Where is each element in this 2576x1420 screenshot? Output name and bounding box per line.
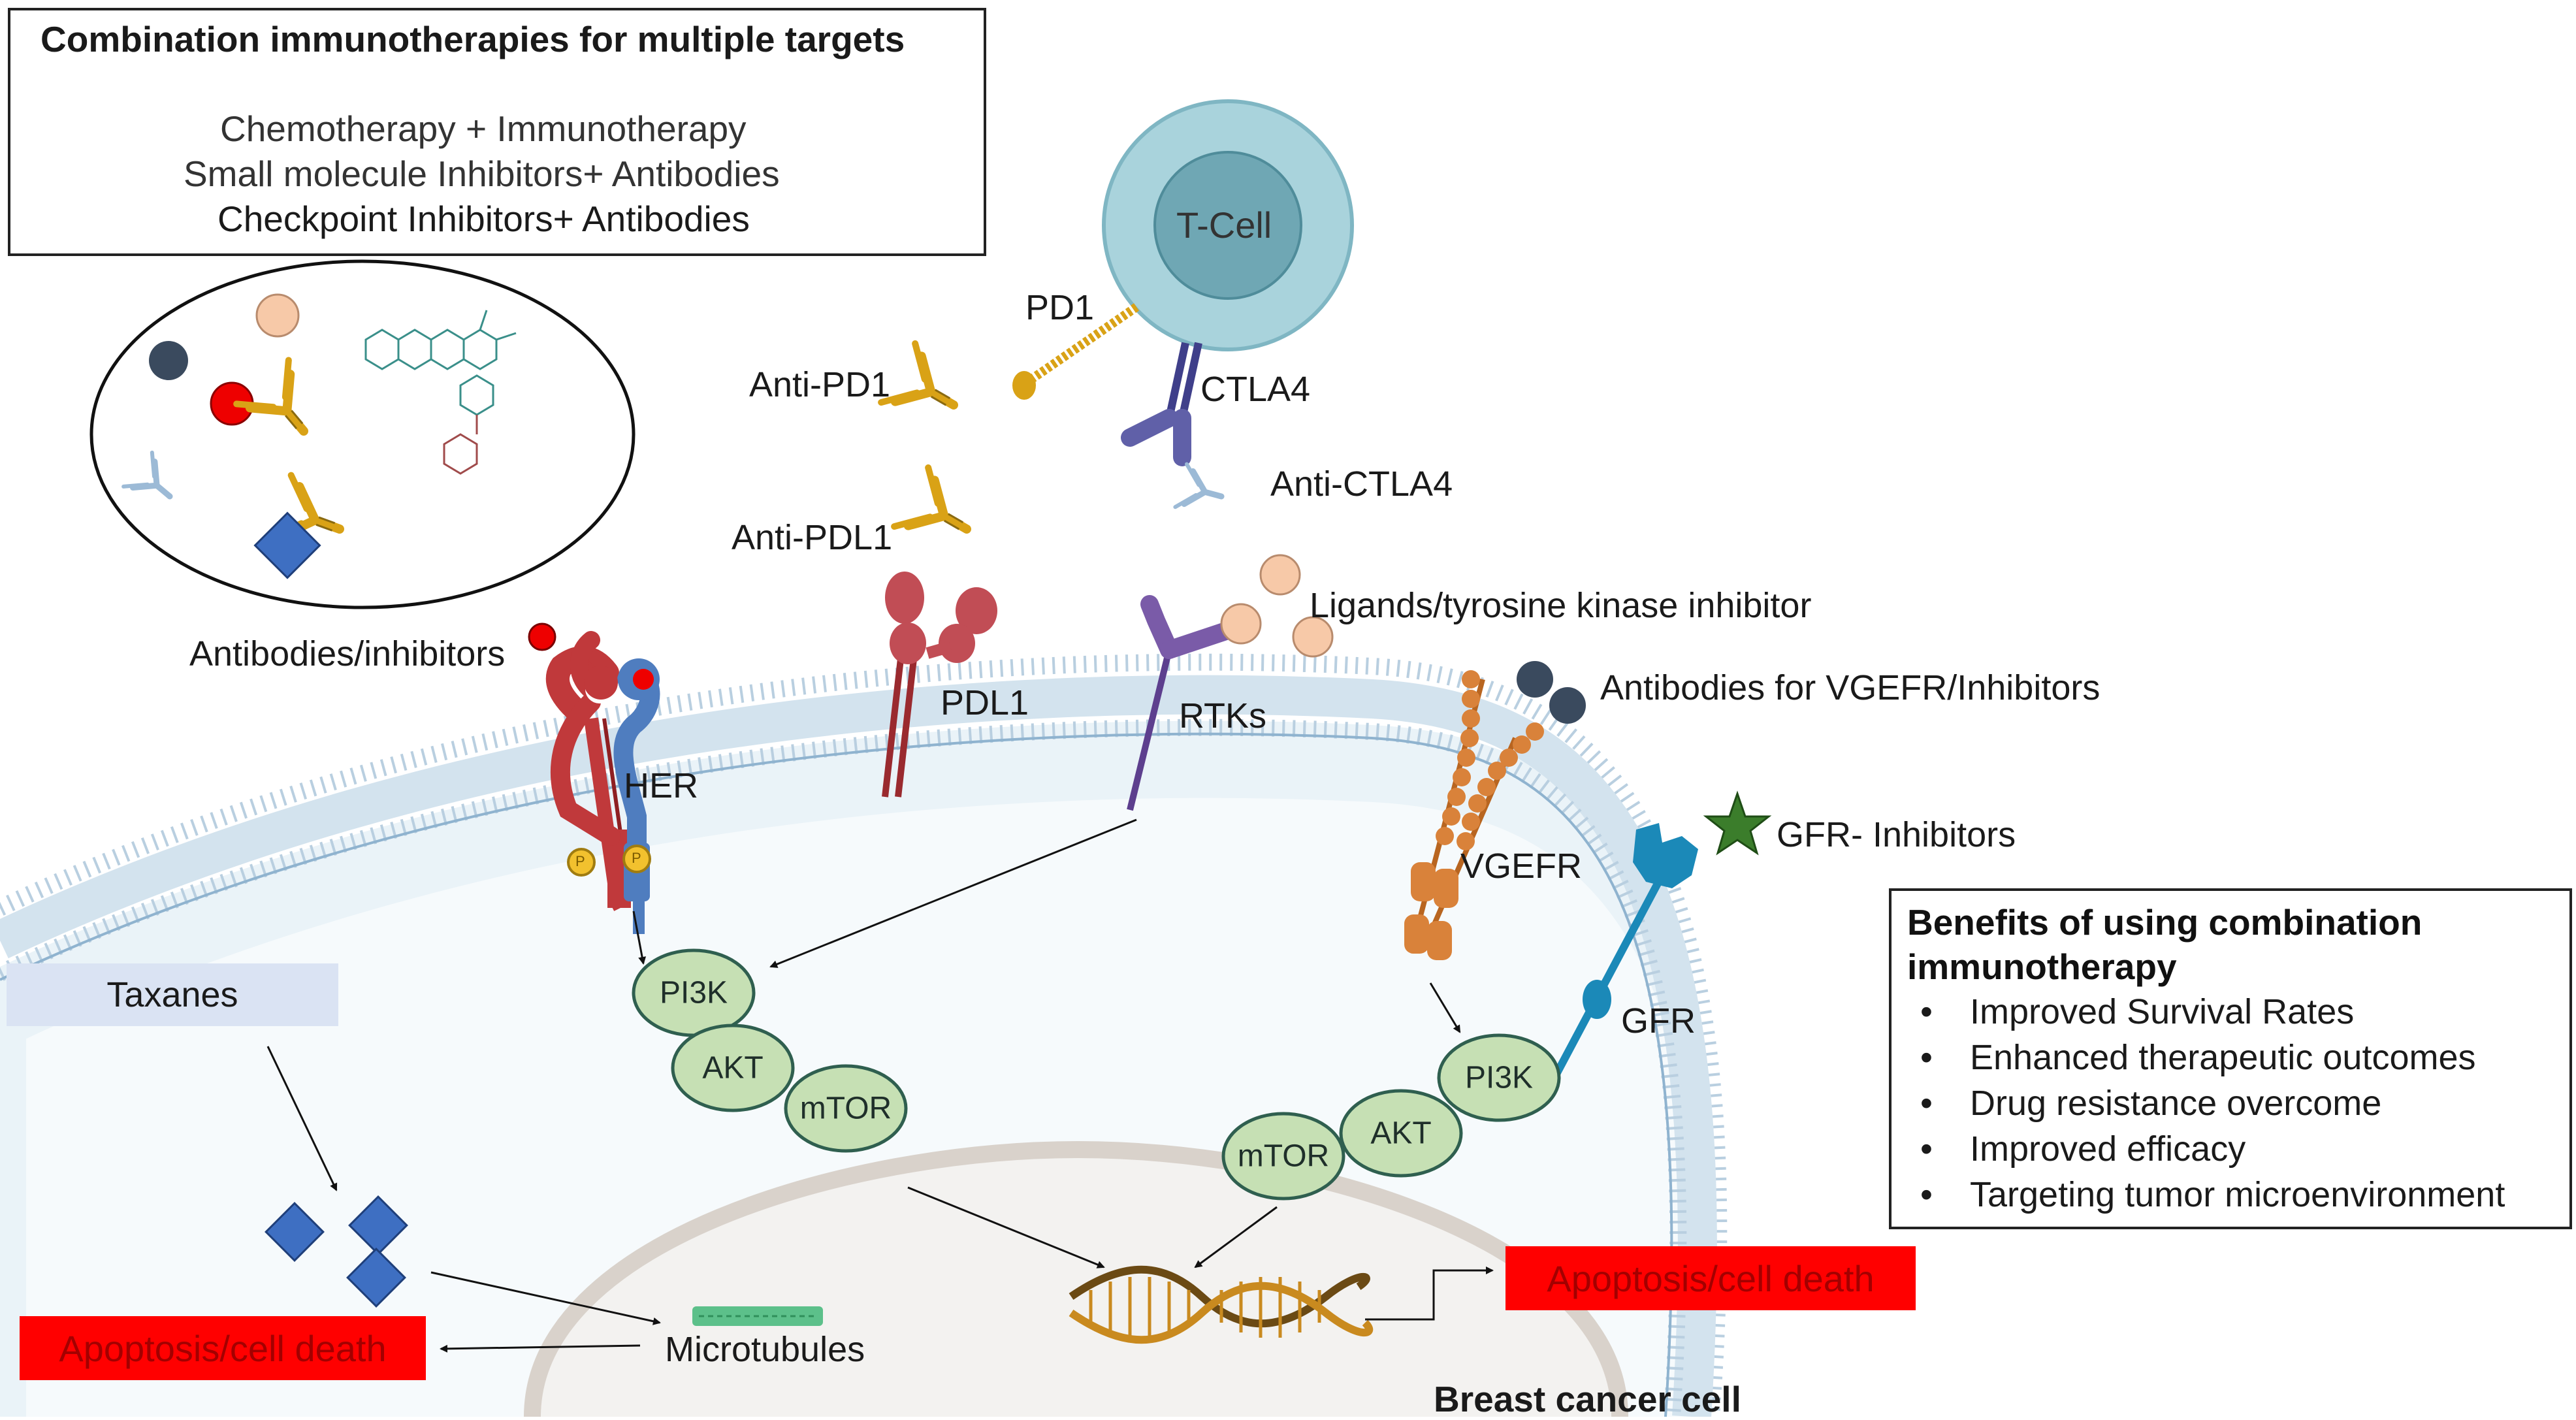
breast-cancer-cell-label: Breast cancer cell <box>1434 1379 1741 1419</box>
pathway-right-mtor: mTOR <box>1237 1138 1330 1174</box>
benefits-item: Drug resistance overcome <box>1907 1080 2554 1126</box>
combo-box-line-3: Checkpoint Inhibitors+ Antibodies <box>217 199 750 239</box>
pathway-right-pi3k: PI3K <box>1464 1060 1534 1095</box>
gfr-inhibitors-label: GFR- Inhibitors <box>1777 815 2016 854</box>
pathway-left <box>632 948 908 1153</box>
her-label: HER <box>624 766 699 805</box>
ctla4-receptor <box>1121 342 1202 466</box>
benefits-item: Targeting tumor microenvironment <box>1907 1172 2554 1218</box>
benefits-item: Improved Survival Rates <box>1907 989 2554 1035</box>
ligands-label: Ligands/tyrosine kinase inhibitor <box>1310 586 1812 625</box>
benefits-title: Benefits of using combination immunother… <box>1907 902 2423 987</box>
pathway-right <box>1221 1033 1561 1201</box>
drug-combination-oval <box>89 259 636 609</box>
pathway-left-pi3k: PI3K <box>659 975 728 1010</box>
ctla4-label: CTLA4 <box>1200 370 1311 409</box>
her-receptor <box>528 622 660 934</box>
combo-box-line-2: Small molecule Inhibitors+ Antibodies <box>184 153 780 194</box>
combo-box-line-1: Chemotherapy + Immunotherapy <box>220 108 747 149</box>
antibodies-vgefr-label: Antibodies for VGEFR/Inhibitors <box>1600 668 2101 707</box>
pathway-left-mtor: mTOR <box>799 1091 892 1126</box>
antibodies-inhibitors-label: Antibodies/inhibitors <box>189 634 506 673</box>
t-cell <box>1102 99 1354 351</box>
phospho-label-right: P <box>632 850 641 866</box>
anti-pdl1-label: Anti-PDL1 <box>732 518 893 557</box>
taxane-diamonds <box>265 1195 408 1308</box>
pdl1-label: PDL1 <box>941 683 1029 722</box>
pdl1-receptor <box>882 572 997 798</box>
benefits-list: Improved Survival Rates Enhanced therape… <box>1907 989 2554 1218</box>
apoptosis-box-left: Apoptosis/cell death <box>20 1316 426 1380</box>
pd1-label: PD1 <box>1025 288 1095 327</box>
pathway-left-akt: AKT <box>702 1050 764 1086</box>
pathway-right-akt: AKT <box>1370 1116 1432 1151</box>
rtks-label: RTKs <box>1179 696 1267 735</box>
pd1-receptor <box>1012 303 1139 400</box>
microtubules-label: Microtubules <box>665 1330 865 1369</box>
gfr-receptor <box>1551 790 1772 1080</box>
phospho-label-left: P <box>575 853 585 869</box>
vgefr-receptor <box>1404 661 1586 960</box>
benefits-item: Improved efficacy <box>1907 1126 2554 1172</box>
benefits-box: Benefits of using combination immunother… <box>1889 888 2572 1229</box>
rtk-receptor <box>1127 554 1334 811</box>
anti-ctla4-label: Anti-CTLA4 <box>1270 464 1453 504</box>
benefits-item: Enhanced therapeutic outcomes <box>1907 1035 2554 1080</box>
arrows <box>266 818 1494 1353</box>
gfr-label: GFR <box>1621 1001 1696 1041</box>
anti-pd1-label: Anti-PD1 <box>749 365 891 404</box>
t-cell-label: T-Cell <box>1176 204 1272 246</box>
anti-pd1-antibody <box>881 344 971 434</box>
combo-box-title: Combination immunotherapies for multiple… <box>40 19 905 59</box>
vgefr-label: VGEFR <box>1460 847 1583 886</box>
apoptosis-box-right: Apoptosis/cell death <box>1505 1246 1916 1310</box>
taxanes-box <box>7 963 338 1026</box>
anti-pdl1-antibody <box>894 468 984 558</box>
taxanes-label: Taxanes <box>106 975 238 1014</box>
anti-ctla4-antibody <box>1175 464 1227 518</box>
combo-box-frame <box>8 8 986 256</box>
microtubules-icon <box>692 1306 823 1326</box>
dna-helix-icon <box>1069 1265 1374 1344</box>
chemotherapy-molecule-icon <box>364 310 517 475</box>
